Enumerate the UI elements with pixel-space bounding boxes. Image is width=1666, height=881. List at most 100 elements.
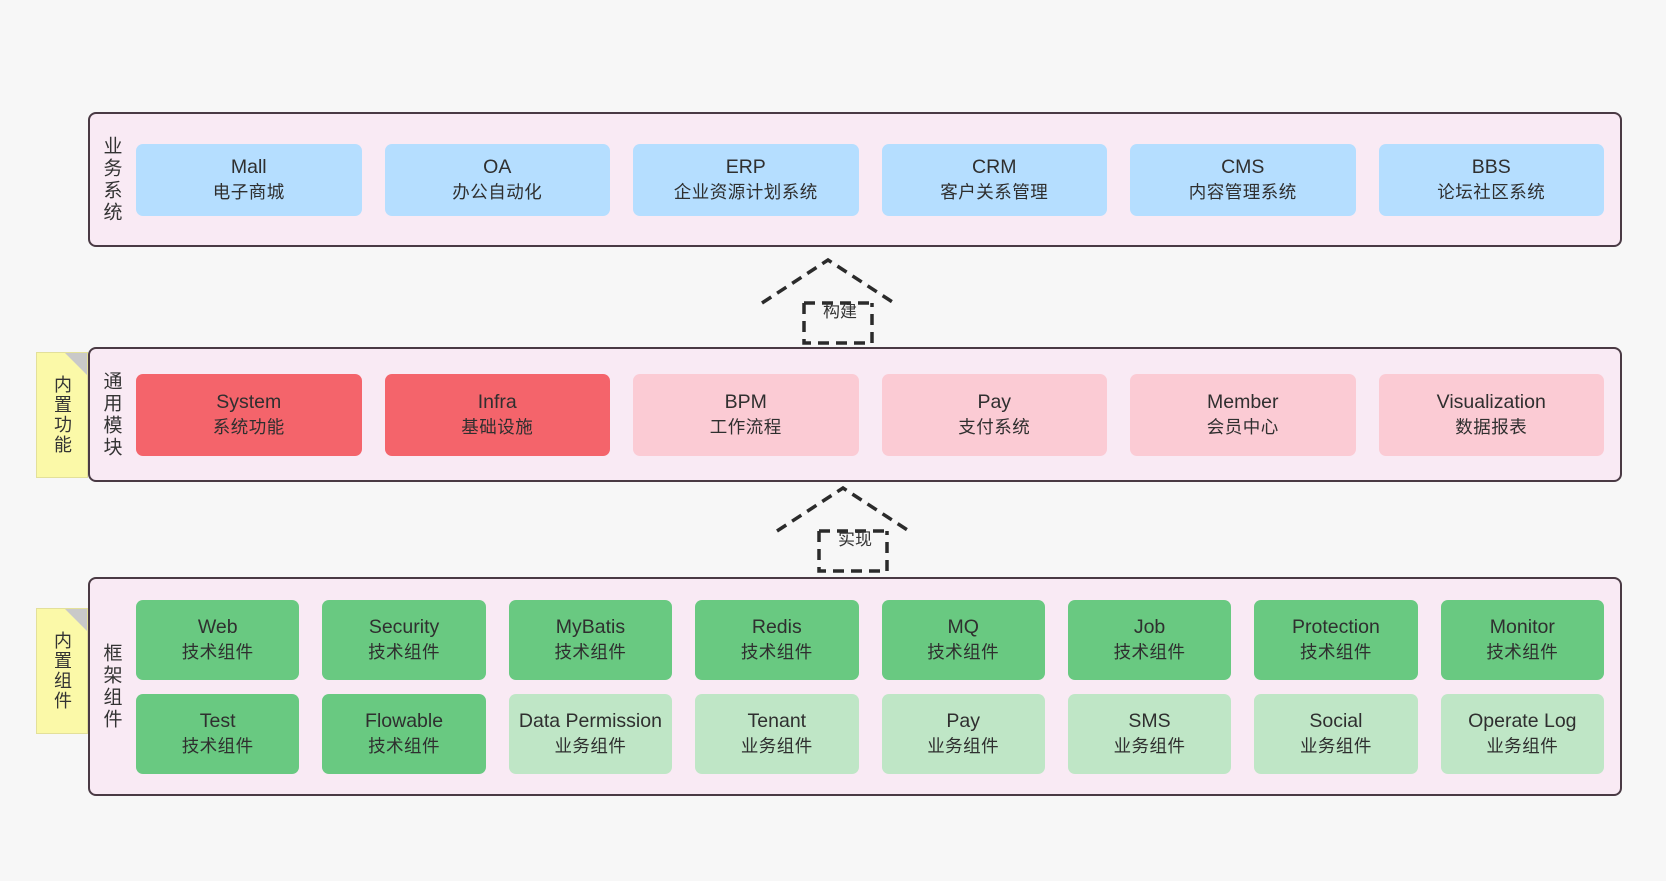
layer-common-modules: 通用模块 System 系统功能 Infra 基础设施 BPM 工作流程 Pay…	[88, 347, 1622, 482]
card-title: Mall	[230, 156, 267, 179]
card-subtitle: 技术组件	[740, 641, 813, 662]
connector-implement: 实现	[755, 483, 955, 583]
card-subtitle: 客户关系管理	[940, 181, 1049, 202]
card-subtitle: 业务组件	[1299, 735, 1372, 756]
arrow-stem	[802, 303, 874, 345]
card-subtitle: 技术组件	[1299, 641, 1372, 662]
card-title: Operate Log	[1468, 710, 1577, 733]
card-title: Protection	[1292, 616, 1380, 639]
card-title: Pay	[977, 391, 1012, 414]
card-subtitle: 业务组件	[1486, 735, 1559, 756]
layer-business-systems: 业务系统 Mall 电子商城 OA 办公自动化 ERP 企业资源计划系统 CRM…	[88, 112, 1622, 247]
card-title: Social	[1309, 710, 1363, 733]
module-card-mall[interactable]: Mall 电子商城	[136, 143, 362, 216]
module-card-pay-business[interactable]: Pay 业务组件	[881, 693, 1045, 774]
card-title: Data Permission	[518, 710, 662, 733]
card-subtitle: 系统功能	[212, 416, 285, 437]
module-card-crm[interactable]: CRM 客户关系管理	[881, 143, 1107, 216]
layer-row: Web 技术组件 Security 技术组件 MyBatis 技术组件 Redi…	[136, 599, 1604, 680]
card-title: CRM	[972, 156, 1017, 179]
module-card-member[interactable]: Member 会员中心	[1130, 373, 1356, 456]
card-subtitle: 会员中心	[1206, 416, 1279, 437]
note-builtin-components: 内置组件	[36, 608, 88, 734]
layer-row: Test 技术组件 Flowable 技术组件 Data Permission …	[136, 693, 1604, 774]
card-title: Web	[197, 616, 238, 639]
module-card-visualization[interactable]: Visualization 数据报表	[1378, 373, 1604, 456]
card-title: Flowable	[365, 710, 444, 733]
module-card-mybatis[interactable]: MyBatis 技术组件	[508, 599, 673, 680]
card-subtitle: 企业资源计划系统	[673, 181, 818, 202]
card-subtitle: 技术组件	[554, 641, 627, 662]
module-card-pay[interactable]: Pay 支付系统	[881, 373, 1107, 456]
card-title: CMS	[1221, 156, 1265, 179]
module-card-bpm[interactable]: BPM 工作流程	[633, 373, 859, 456]
arrow-stem	[817, 531, 889, 573]
module-card-infra[interactable]: Infra 基础设施	[384, 373, 610, 456]
module-card-social[interactable]: Social 业务组件	[1254, 693, 1418, 774]
card-subtitle: 技术组件	[368, 641, 441, 662]
card-title: OA	[483, 156, 512, 179]
card-subtitle: 技术组件	[1486, 641, 1559, 662]
layer-row: Mall 电子商城 OA 办公自动化 ERP 企业资源计划系统 CRM 客户关系…	[136, 143, 1604, 216]
connector-label: 构建	[823, 302, 857, 321]
layer-title-business: 业务系统	[100, 135, 122, 224]
layer-title-framework: 框架组件	[100, 642, 122, 731]
card-title: Infra	[477, 391, 517, 414]
module-card-system[interactable]: System 系统功能	[136, 373, 362, 456]
card-title: SMS	[1128, 710, 1171, 733]
module-card-erp[interactable]: ERP 企业资源计划系统	[633, 143, 859, 216]
card-subtitle: 业务组件	[927, 735, 1000, 756]
layer-title-common: 通用模块	[100, 370, 122, 459]
module-card-monitor[interactable]: Monitor 技术组件	[1440, 599, 1604, 680]
card-title: MyBatis	[555, 616, 626, 639]
card-subtitle: 论坛社区系统	[1437, 181, 1546, 202]
card-subtitle: 办公自动化	[452, 181, 543, 202]
card-title: System	[216, 391, 282, 414]
layer-framework-components: 框架组件 Web 技术组件 Security 技术组件 MyBatis 技术组件…	[88, 577, 1622, 796]
card-subtitle: 技术组件	[368, 735, 441, 756]
note-builtin-features: 内置功能	[36, 352, 88, 478]
card-title: Security	[368, 616, 440, 639]
arrow-head-outline	[776, 485, 910, 533]
card-subtitle: 数据报表	[1455, 416, 1528, 437]
card-title: BBS	[1471, 156, 1511, 179]
card-title: MQ	[947, 616, 979, 639]
card-subtitle: 基础设施	[461, 416, 534, 437]
module-card-oa[interactable]: OA 办公自动化	[384, 143, 610, 216]
module-card-redis[interactable]: Redis 技术组件	[695, 599, 859, 680]
module-card-test[interactable]: Test 技术组件	[136, 693, 300, 774]
card-title: Tenant	[747, 710, 807, 733]
card-title: Pay	[946, 710, 980, 733]
card-title: BPM	[724, 391, 767, 414]
module-card-cms[interactable]: CMS 内容管理系统	[1130, 143, 1356, 216]
card-title: Monitor	[1489, 616, 1555, 639]
card-title: ERP	[725, 156, 766, 179]
module-card-protection[interactable]: Protection 技术组件	[1254, 599, 1418, 680]
card-title: Redis	[751, 616, 802, 639]
module-card-tenant[interactable]: Tenant 业务组件	[695, 693, 859, 774]
connector-label: 实现	[838, 530, 872, 549]
module-card-bbs[interactable]: BBS 论坛社区系统	[1378, 143, 1604, 216]
module-card-security[interactable]: Security 技术组件	[322, 599, 486, 680]
layer-body-framework: Web 技术组件 Security 技术组件 MyBatis 技术组件 Redi…	[132, 579, 1620, 794]
card-subtitle: 技术组件	[1113, 641, 1186, 662]
module-card-job[interactable]: Job 技术组件	[1067, 599, 1232, 680]
module-card-mq[interactable]: MQ 技术组件	[881, 599, 1045, 680]
card-subtitle: 业务组件	[554, 735, 627, 756]
module-card-flowable[interactable]: Flowable 技术组件	[322, 693, 486, 774]
card-subtitle: 工作流程	[709, 416, 782, 437]
module-card-sms[interactable]: SMS 业务组件	[1067, 693, 1232, 774]
module-card-web[interactable]: Web 技术组件	[136, 599, 300, 680]
card-title: Test	[199, 710, 236, 733]
card-subtitle: 业务组件	[740, 735, 813, 756]
note-label: 内置组件	[52, 631, 72, 711]
card-subtitle: 支付系统	[958, 416, 1031, 437]
layer-body-common: System 系统功能 Infra 基础设施 BPM 工作流程 Pay 支付系统…	[132, 349, 1620, 480]
connector-build: 构建	[740, 255, 940, 355]
module-card-operate-log[interactable]: Operate Log 业务组件	[1440, 693, 1604, 774]
module-card-data-permission[interactable]: Data Permission 业务组件	[508, 693, 673, 774]
card-subtitle: 技术组件	[181, 735, 254, 756]
card-title: Job	[1133, 616, 1166, 639]
card-subtitle: 技术组件	[927, 641, 1000, 662]
